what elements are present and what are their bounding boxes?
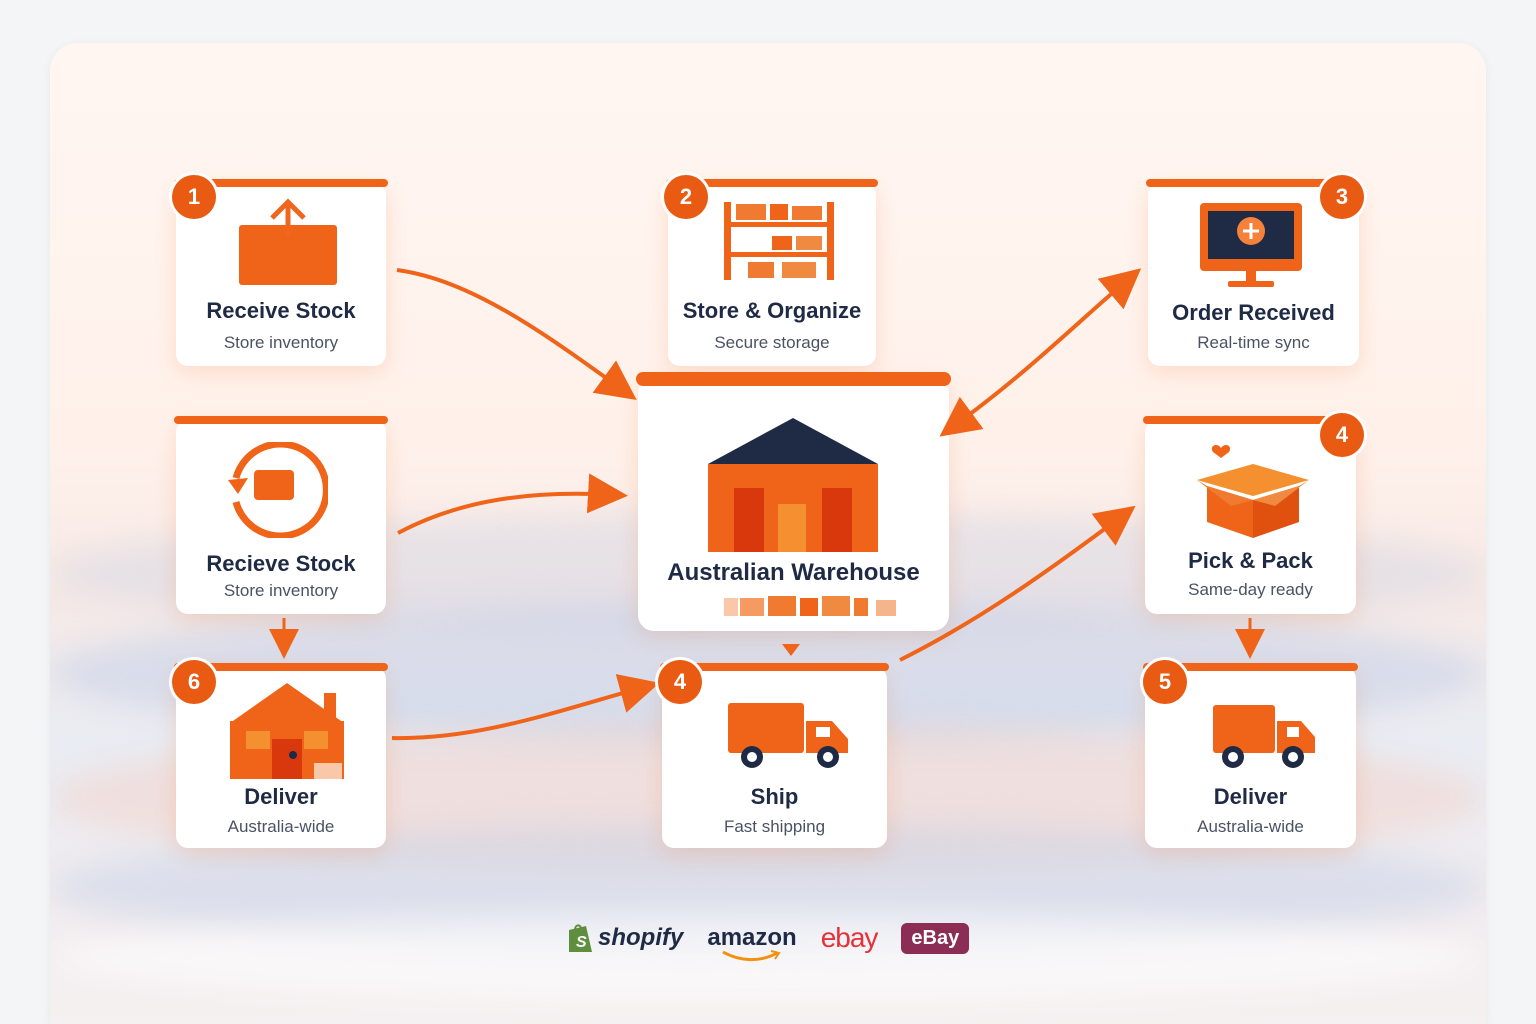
card-accent-bar <box>174 179 388 187</box>
card-subtitle: Australia-wide <box>227 817 335 836</box>
step-badge: 3 <box>1320 175 1364 219</box>
card-title: Ship <box>750 784 799 809</box>
open-box-icon <box>1197 445 1309 538</box>
ebay-wordmark: ebay <box>820 922 879 953</box>
shopify-wordmark: shopify <box>598 924 684 951</box>
card-subtitle: Australia-wide <box>1197 817 1304 836</box>
card-subtitle: Fast shipping <box>723 817 826 836</box>
card-title: Deliver <box>1213 784 1288 809</box>
card-accent-bar <box>636 372 951 386</box>
marketplace-logos: S shopify amazon ebay eBay <box>566 918 970 962</box>
shopify-logo: S shopify <box>566 922 683 954</box>
ebay-logo: ebay <box>820 922 879 954</box>
card-accent-bar <box>1143 663 1358 671</box>
amazon-logo: amazon <box>707 924 797 962</box>
amazon-smile-icon <box>722 950 781 962</box>
card-accent-bar <box>174 416 388 424</box>
monitor-plus-icon <box>1200 203 1302 287</box>
card-accent-bar <box>660 663 889 671</box>
truck-icon <box>728 703 848 768</box>
card-accent-bar <box>666 179 878 187</box>
card-order-received[interactable]: Order Received Real-time sync <box>1146 179 1361 366</box>
card-subtitle: Secure storage <box>714 333 830 352</box>
return-cycle-icon <box>228 442 328 538</box>
card-subtitle: Real-time sync <box>1197 333 1310 352</box>
card-subtitle: Store inventory <box>223 333 339 352</box>
card-ship[interactable]: Ship Fast shipping <box>660 663 889 848</box>
box-upload-icon <box>239 198 337 285</box>
card-accent-bar <box>174 663 388 671</box>
pallet-boxes-icon <box>724 596 896 616</box>
step-badge: 2 <box>664 175 708 219</box>
amazon-wordmark: amazon <box>707 924 797 951</box>
card-title: Receive Stock <box>206 298 356 323</box>
card-title: Recieve Stock <box>206 551 356 576</box>
step-badge: 4 <box>658 660 702 704</box>
card-title: Order Received <box>1172 300 1335 325</box>
shelves-icon <box>724 202 834 280</box>
step-badge: 5 <box>1143 660 1187 704</box>
house-icon <box>230 683 344 779</box>
card-title: Store & Organize <box>682 298 862 323</box>
card-subtitle: Same-day ready <box>1188 580 1313 599</box>
step-badge: 1 <box>172 175 216 219</box>
warehouse-icon <box>708 418 878 552</box>
card-title: Deliver <box>244 784 318 809</box>
card-title: Australian Warehouse <box>667 559 920 586</box>
card-subtitle: Store inventory <box>223 581 339 600</box>
card-accent-bar <box>1143 416 1358 424</box>
shopify-bag-icon: S <box>569 924 592 952</box>
step-badge: 6 <box>172 660 216 704</box>
ebay-badge-logo: eBay <box>901 922 970 954</box>
card-pick-pack[interactable]: Pick & Pack Same-day ready <box>1143 416 1358 614</box>
card-receive-stock[interactable]: Receive Stock Store inventory <box>174 179 388 366</box>
step-badge: 4 <box>1320 413 1364 457</box>
card-deliver-left[interactable]: Deliver Australia-wide <box>174 663 388 848</box>
svg-text:S: S <box>576 934 587 951</box>
card-australian-warehouse[interactable]: Australian Warehouse <box>636 372 951 631</box>
truck-icon <box>1213 705 1315 768</box>
card-store-organize[interactable]: Store & Organize Secure storage <box>666 179 878 366</box>
card-accent-bar <box>1146 179 1361 187</box>
card-title: Pick & Pack <box>1188 548 1313 573</box>
card-recieve-stock[interactable]: Recieve Stock Store inventory <box>174 416 388 614</box>
